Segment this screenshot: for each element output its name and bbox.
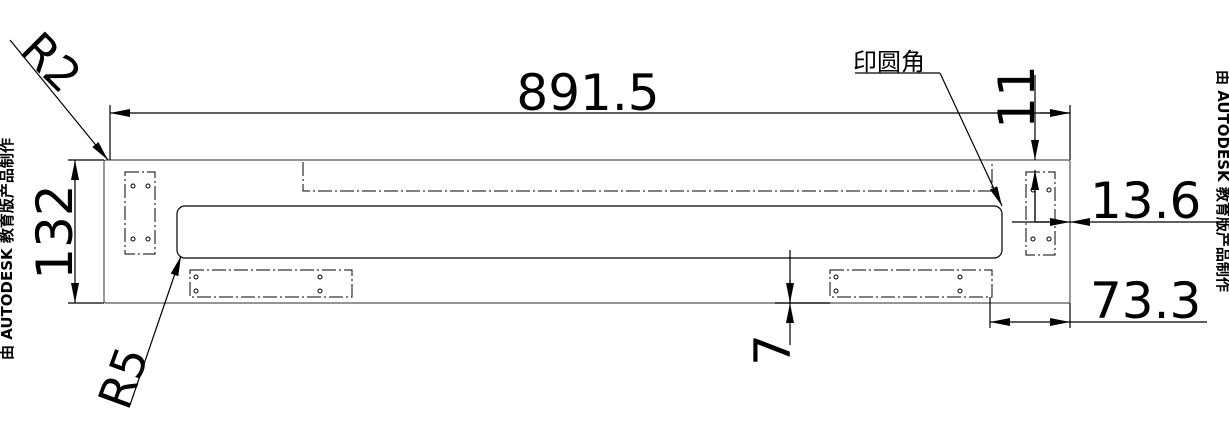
watermark-right: 由 AUTODESK 教育版产品制作 [1214,70,1229,292]
mount-holes [130,183,1052,294]
dimension-side-offset: 13.6 [1012,172,1229,230]
dimension-top-offset: 11 [988,65,1070,222]
slot-outline [176,205,1003,259]
part-outline [103,159,1071,304]
dim-text-891-5: 891.5 [516,64,659,122]
dimension-height: 132 [26,159,104,304]
dimension-slot-gap: 7 [744,258,830,366]
fillet-note: 印圆角 [853,48,1003,207]
bottom-left-pad [189,269,353,298]
fillet-note-text: 印圆角 [853,48,925,76]
dim-text-132: 132 [26,184,84,279]
dimension-r2: R2 [9,22,109,161]
dimension-r5: R5 [88,255,182,416]
dim-text-11: 11 [988,65,1046,129]
bottom-right-pad [829,269,993,298]
top-recess [302,162,993,192]
dimension-overall-length: 891.5 [109,64,1071,160]
dim-text-73-3: 73.3 [1090,272,1201,330]
dim-text-7: 7 [744,334,802,366]
right-mount-pad [1025,171,1056,256]
dim-text-13-6: 13.6 [1090,172,1201,230]
left-mount-pad [124,171,156,255]
watermark-left: 由 AUTODESK 教育版产品制作 [0,138,16,360]
dimension-bottom-offset: 73.3 [989,272,1207,330]
dim-text-r2: R2 [10,22,91,103]
